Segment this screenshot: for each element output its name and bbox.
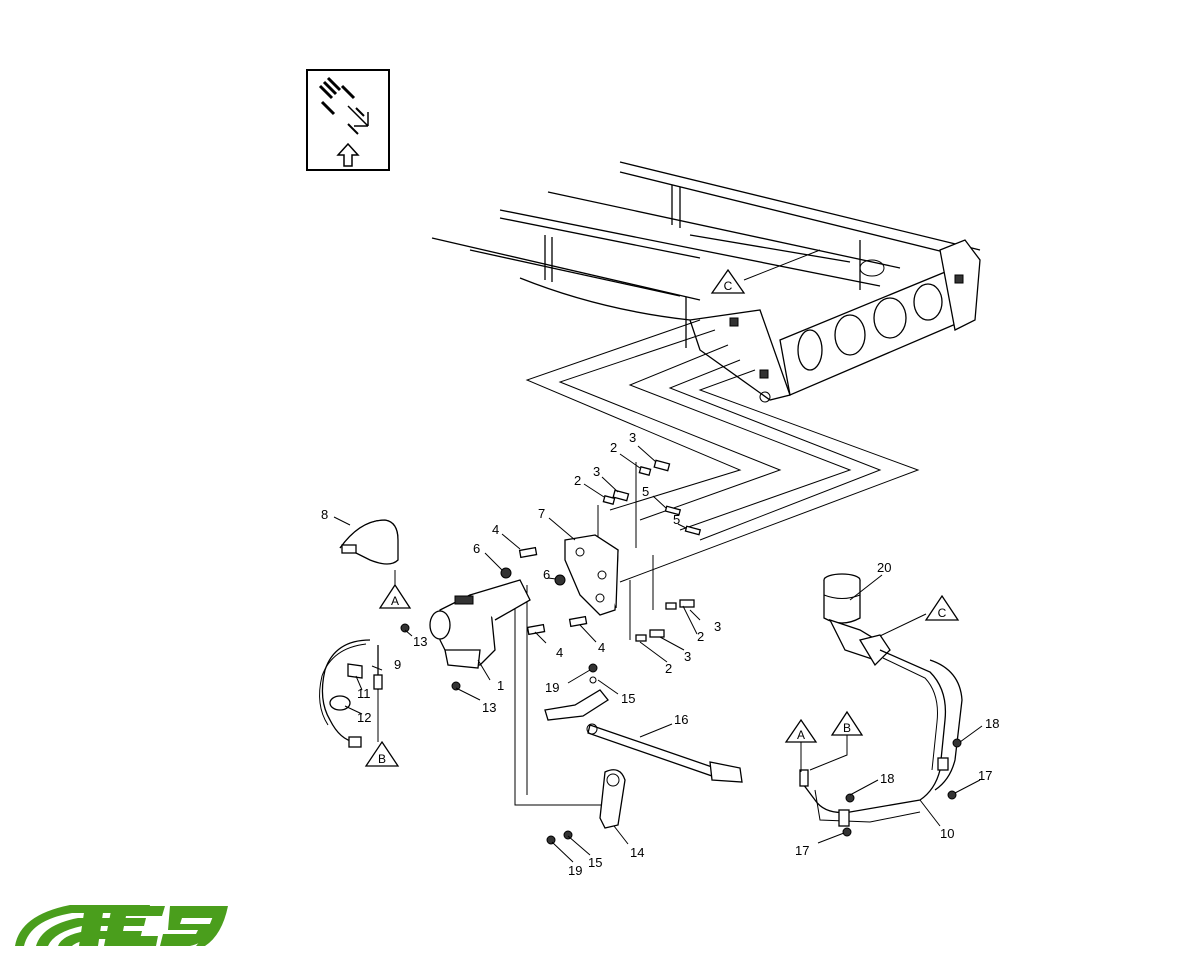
callout-1: 1: [497, 678, 504, 693]
bolt: [554, 574, 566, 586]
bolt: [518, 546, 538, 559]
connector-a-lines: A: [784, 718, 818, 772]
connector-c-reservoir: C: [879, 594, 960, 637]
callout-4: 4: [556, 645, 563, 660]
callout-18: 18: [880, 771, 894, 786]
callout-16: 16: [674, 712, 688, 727]
callout-4: 4: [598, 640, 605, 655]
callout-3: 3: [593, 464, 600, 479]
svg-text:B: B: [843, 721, 851, 735]
svg-text:A: A: [391, 594, 399, 608]
bolt: [664, 505, 682, 516]
connector-b-lines: B: [809, 710, 864, 771]
svg-text:C: C: [724, 279, 733, 293]
power-steering-reservoir: [823, 573, 891, 667]
bolt: [568, 615, 588, 628]
callout-6: 6: [473, 541, 480, 556]
steering-gear: [400, 579, 531, 691]
connector-a-hose: A: [378, 570, 412, 609]
vehicle-frame: [431, 161, 981, 403]
callout-2: 2: [574, 473, 581, 488]
ecs-logo: [15, 905, 228, 946]
callout-2: 2: [610, 440, 617, 455]
steering-gear-bracket: [564, 534, 619, 616]
connector-c-frame: C: [710, 249, 821, 294]
callout-2: 2: [697, 629, 704, 644]
callout-17: 17: [795, 843, 809, 858]
callout-14: 14: [630, 845, 644, 860]
callout-9: 9: [394, 657, 401, 672]
callout-13: 13: [413, 634, 427, 649]
view-orientation-icon: [306, 69, 390, 171]
cooler-lines: [799, 649, 963, 837]
pitman-arm: [546, 769, 626, 845]
svg-text:B: B: [378, 752, 386, 766]
bolt: [602, 489, 630, 505]
callout-8: 8: [321, 507, 328, 522]
callout-15: 15: [588, 855, 602, 870]
svg-text:C: C: [938, 606, 947, 620]
callout-4: 4: [492, 522, 499, 537]
callout-5: 5: [673, 512, 680, 527]
callout-17: 17: [978, 768, 992, 783]
idler-arm: [544, 663, 609, 721]
callout-18: 18: [985, 716, 999, 731]
bolt: [635, 629, 665, 642]
callout-labels: 1 2 2 2 2 3 3 3 3 4 4 4 5 5 6 6 7 8 9 10…: [321, 430, 999, 878]
callout-2: 2: [665, 661, 672, 676]
callout-11: 11: [357, 686, 371, 701]
mounting-guide-lines: [514, 319, 920, 806]
bolt: [684, 525, 702, 536]
pressure-hose: [339, 519, 399, 565]
leader-lines: [333, 445, 983, 863]
callout-3: 3: [684, 649, 691, 664]
bolt: [638, 459, 671, 476]
mounting-bolts: [500, 459, 702, 642]
callout-3: 3: [629, 430, 636, 445]
relay-rod: [586, 723, 743, 783]
bolt: [665, 599, 695, 610]
callout-19: 19: [568, 863, 582, 878]
callout-20: 20: [877, 560, 891, 575]
bolt: [500, 567, 512, 579]
callout-12: 12: [357, 710, 371, 725]
callout-15: 15: [621, 691, 635, 706]
callout-19: 19: [545, 680, 559, 695]
connector-b-hose: B: [364, 690, 400, 767]
return-hose: [319, 639, 383, 748]
callout-5: 5: [642, 484, 649, 499]
callout-13: 13: [482, 700, 496, 715]
callout-6: 6: [543, 567, 550, 582]
bolt: [526, 623, 546, 636]
svg-text:A: A: [797, 728, 805, 742]
callout-10: 10: [940, 826, 954, 841]
callout-7: 7: [538, 506, 545, 521]
callout-3: 3: [714, 619, 721, 634]
